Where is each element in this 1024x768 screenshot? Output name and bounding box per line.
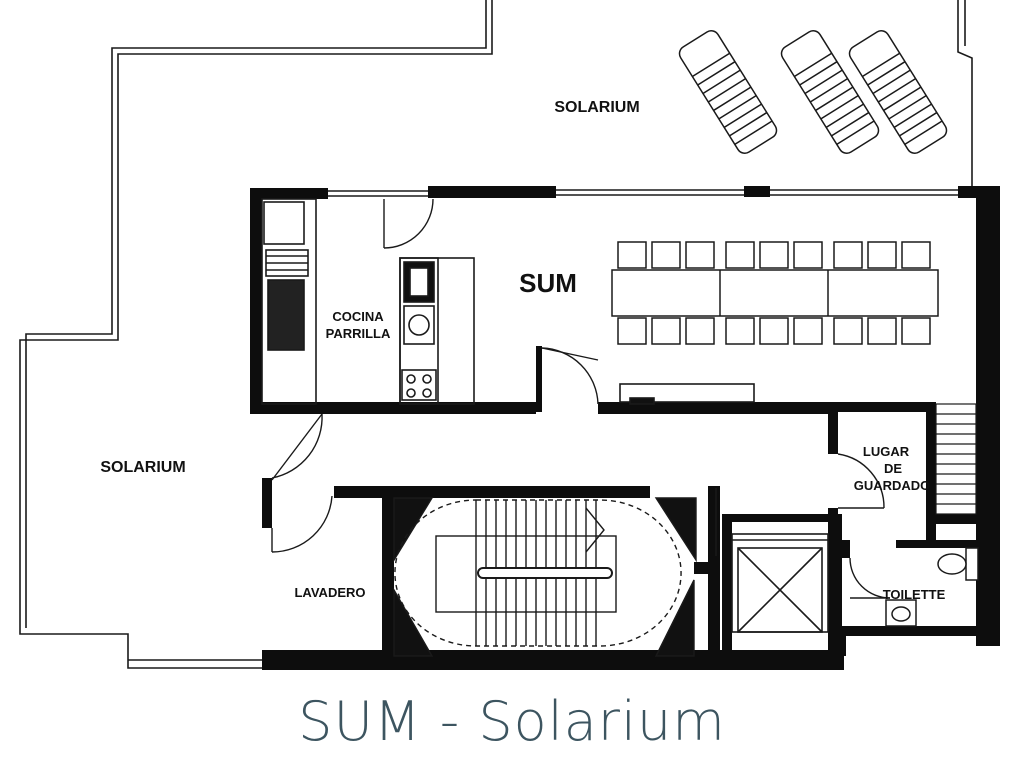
label-cocina: COCINA <box>332 309 384 324</box>
top-windows <box>328 189 958 197</box>
stairwell <box>393 497 697 657</box>
label-solarium-top: SOLARIUM <box>554 99 639 116</box>
storage-shelving <box>935 403 977 515</box>
doors <box>271 198 891 599</box>
plan-caption: SUM - Solarium <box>298 690 726 753</box>
label-de: DE <box>884 461 902 476</box>
label-guardado: GUARDADO <box>854 478 931 493</box>
dining-table <box>611 241 939 345</box>
label-parrilla: PARRILLA <box>326 326 391 341</box>
terrace-outline <box>19 0 973 669</box>
toilette-fixtures <box>885 547 979 627</box>
label-solarium-left: SOLARIUM <box>100 459 185 476</box>
label-toilette: TOILETTE <box>883 587 946 602</box>
label-lugar: LUGAR <box>863 444 910 459</box>
label-lavadero: LAVADERO <box>294 585 365 600</box>
sum-counter <box>619 383 755 405</box>
label-sum: SUM <box>519 268 577 298</box>
elevator <box>731 533 829 633</box>
sun-loungers <box>678 30 948 154</box>
kitchen-fixtures <box>261 198 475 405</box>
